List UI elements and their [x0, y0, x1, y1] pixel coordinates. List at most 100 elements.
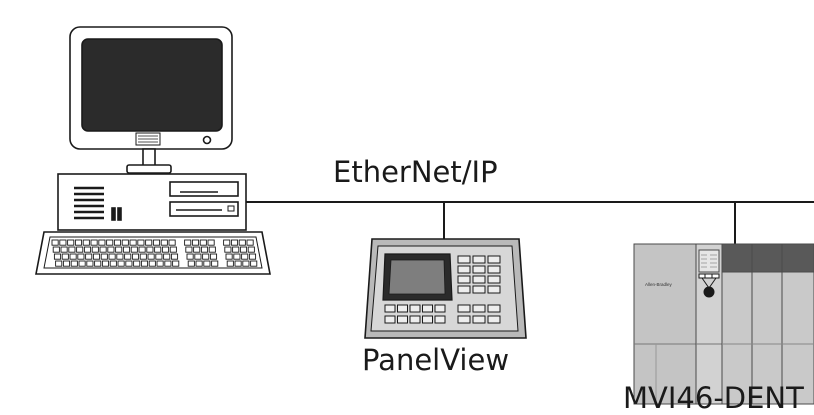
keyboard-key: [82, 239, 90, 246]
panelview-key: [487, 304, 501, 313]
panelview-key: [487, 255, 501, 264]
port-connector-icon: [703, 286, 715, 298]
keyboard-key: [115, 246, 123, 253]
keyboard-key: [69, 253, 77, 260]
keyboard-key: [241, 253, 249, 260]
panelview-key: [457, 315, 471, 324]
keyboard-key: [101, 260, 110, 267]
keyboard-key: [242, 260, 250, 267]
panelview-key: [487, 315, 501, 324]
panelview-terminal-icon: [364, 238, 527, 339]
module-label: MVI46-DENT: [623, 381, 804, 415]
panelview-key: [472, 255, 486, 264]
keyboard-key: [91, 246, 99, 253]
keyboard-key: [172, 260, 180, 267]
keyboard-key: [152, 239, 161, 246]
keyboard-key: [62, 260, 71, 267]
keyboard-key: [155, 253, 163, 260]
keyboard-key: [52, 246, 60, 253]
keyboard-key: [145, 239, 153, 246]
panelview-key: [487, 275, 501, 284]
mvi46-rack-icon: Allen-Bradley: [633, 243, 814, 405]
keyboard-key: [223, 239, 231, 246]
keyboard-key: [163, 253, 171, 260]
keyboard-key: [77, 253, 85, 260]
keyboard-key: [185, 246, 193, 253]
keyboard-key: [170, 253, 179, 260]
keyboard-key: [68, 246, 76, 253]
keyboard-key: [209, 253, 218, 260]
panelview-key: [457, 285, 471, 294]
keyboard-key: [193, 246, 201, 253]
keyboard-key: [100, 253, 108, 260]
panelview-key: [472, 304, 486, 313]
keyboard-key: [55, 260, 63, 267]
keyboard-key: [154, 246, 162, 253]
keyboard-key: [224, 246, 232, 253]
panelview-key: [384, 304, 396, 313]
workstation-icon: [35, 26, 271, 275]
keyboard-key: [129, 239, 137, 246]
panelview-key: [422, 315, 433, 324]
keyboard-key: [147, 253, 155, 260]
keyboard-key: [186, 253, 194, 260]
keyboard-icon: [35, 231, 271, 275]
network-label: EtherNet/IP: [333, 155, 498, 189]
keyboard-key: [122, 246, 131, 253]
panelview-key: [487, 285, 501, 294]
keyboard-key: [200, 246, 209, 253]
keyboard-key: [99, 246, 107, 253]
keyboard-key: [148, 260, 156, 267]
keyboard-key: [146, 246, 154, 253]
keyboard-key: [211, 260, 219, 267]
panelview-key: [472, 285, 486, 294]
panelview-key: [409, 304, 421, 313]
keyboard-key: [247, 246, 255, 253]
panelview-key: [472, 265, 486, 274]
keyboard-key: [90, 239, 98, 246]
keyboard-key: [51, 239, 59, 246]
keyboard-key: [53, 253, 62, 260]
keyboard-key: [168, 239, 176, 246]
panelview-key: [457, 265, 471, 274]
keyboard-key: [156, 260, 164, 267]
keyboard-key: [86, 260, 94, 267]
keyboard-key: [67, 239, 75, 246]
keyboard-key: [61, 253, 69, 260]
keyboard-key: [195, 260, 203, 267]
keyboard-key: [234, 260, 242, 267]
keyboard-key: [160, 239, 168, 246]
keyboard-key: [60, 246, 68, 253]
panelview-key: [457, 275, 471, 284]
keyboard-key: [59, 239, 67, 246]
keyboard-key: [248, 253, 257, 260]
panelview-key: [384, 315, 396, 324]
keyboard-key: [161, 246, 170, 253]
keyboard-key: [187, 260, 195, 267]
rack-brand-text: Allen-Bradley: [645, 282, 673, 287]
keyboard-key: [230, 239, 239, 246]
keyboard-key: [208, 246, 216, 253]
keyboard-key: [140, 260, 149, 267]
panelview-key: [409, 315, 421, 324]
keyboard-key: [83, 246, 92, 253]
keyboard-key: [137, 239, 145, 246]
keyboard-key: [225, 253, 233, 260]
keyboard-key: [121, 239, 129, 246]
keyboard-key: [85, 253, 93, 260]
keyboard-key: [92, 253, 101, 260]
keyboard-key: [207, 239, 215, 246]
keyboard-key: [117, 260, 125, 267]
keyboard-key: [250, 260, 258, 267]
keyboard-key: [133, 260, 141, 267]
panelview-key: [457, 304, 471, 313]
keyboard-key: [76, 246, 84, 253]
panelview-key: [472, 315, 486, 324]
panelview-key: [434, 304, 446, 313]
keyboard-key: [226, 260, 234, 267]
keyboard-key: [78, 260, 86, 267]
panelview-key: [487, 265, 501, 274]
keyboard-key: [246, 239, 254, 246]
